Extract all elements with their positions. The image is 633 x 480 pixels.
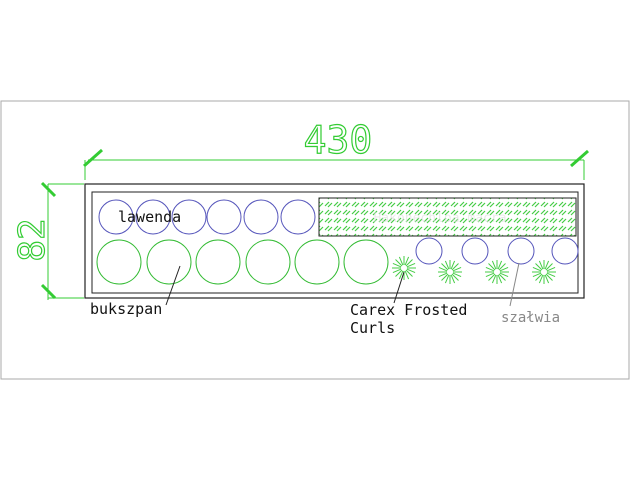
carex-leaf [441, 263, 449, 271]
height-dimension: 82 [11, 181, 84, 300]
carex-leaf [485, 272, 495, 278]
carex-leaf [392, 268, 402, 274]
carex-leaf [544, 274, 550, 284]
boxwood-plant [146, 239, 192, 285]
carex-plant [485, 260, 509, 284]
sage-plant [415, 237, 443, 265]
sage-plant [461, 237, 489, 265]
carex-leaf [538, 274, 544, 284]
carex-leaf [406, 262, 416, 268]
sage-plant [551, 237, 579, 265]
boxwood-plant [294, 239, 340, 285]
carex-leaf [451, 273, 459, 281]
carex-leaf [452, 272, 462, 278]
carex-leaf [546, 272, 556, 278]
hatched-area-faint-label: Hakonechloa macra [373, 211, 506, 226]
sage-plant [507, 237, 535, 265]
carex-leaf [499, 272, 509, 278]
carex-leaf [452, 266, 462, 272]
carex-leaf [498, 263, 506, 271]
lavender-plant [171, 199, 207, 235]
carex-leaf [546, 266, 556, 272]
carex-leaf [451, 263, 459, 271]
carex-leaf [444, 274, 450, 284]
carex-leader-line [393, 271, 405, 304]
boxwood-plant [245, 239, 291, 285]
lavender-plant [243, 199, 279, 235]
carex-leaf [395, 269, 403, 277]
carex-leaf [532, 266, 542, 272]
lavender-label: lawenda [118, 208, 181, 226]
height-dimension-label: 82 [12, 218, 53, 261]
width-dimension-tick-right [570, 149, 589, 168]
carex-leaf [404, 270, 410, 280]
lavender-group [98, 199, 316, 235]
carex-leaf [535, 273, 543, 281]
carex-leaf [488, 263, 496, 271]
boxwood-leader-line [165, 265, 181, 306]
carex-leaf [498, 273, 506, 281]
carex-plant [392, 256, 416, 280]
boxwood-plant [343, 239, 389, 285]
carex-leaf [497, 274, 503, 284]
carex-leaf [438, 272, 448, 278]
carex-leaf [497, 260, 503, 270]
carex-leaf [395, 259, 403, 267]
carex-leaf [491, 274, 497, 284]
carex-plant [438, 260, 462, 284]
width-dimension: 430 [83, 117, 589, 180]
carex-leaf [532, 272, 542, 278]
carex-leaf [450, 274, 456, 284]
width-dimension-label: 430 [304, 118, 373, 162]
carex-leaf [441, 273, 449, 281]
height-dimension-tick-top [40, 181, 57, 198]
boxwood-plant [96, 239, 142, 285]
carex-leaf [491, 260, 497, 270]
boxwood-group [96, 239, 389, 285]
carex-leaf [406, 268, 416, 274]
carex-label-line2: Curls [350, 319, 395, 337]
drawing-frame [0, 100, 630, 380]
sage-group [415, 237, 579, 265]
carex-leaf [398, 270, 404, 280]
lavender-plant [98, 199, 134, 235]
boxwood-plant [195, 239, 241, 285]
lavender-plant [135, 199, 171, 235]
carex-leaf [405, 269, 413, 277]
lavender-plant [206, 199, 242, 235]
boxwood-label: bukszpan [90, 300, 162, 318]
carex-label-line1: Carex Frosted [350, 301, 467, 319]
carex-leaf [499, 266, 509, 272]
carex-leaf [544, 260, 550, 270]
hatched-grass-area [318, 197, 577, 237]
carex-plant [532, 260, 556, 284]
width-dimension-tick-left [83, 148, 103, 168]
bed-outer-outline [84, 183, 585, 299]
carex-leaf [538, 260, 544, 270]
carex-leaf [488, 273, 496, 281]
carex-leaf [438, 266, 448, 272]
carex-leaf [404, 256, 410, 266]
sage-label: szałwia [501, 310, 560, 326]
lavender-plant [280, 199, 316, 235]
carex-leaf [398, 256, 404, 266]
carex-leaf [392, 262, 402, 268]
sage-leader-line [509, 262, 520, 307]
carex-leaf [450, 260, 456, 270]
carex-group [392, 256, 556, 284]
carex-leaf [535, 263, 543, 271]
height-dimension-tick-bottom [40, 283, 57, 300]
carex-leaf [444, 260, 450, 270]
carex-leaf [485, 266, 495, 272]
bed-inner-outline [91, 191, 579, 294]
carex-leaf [545, 263, 553, 271]
carex-leaf [545, 273, 553, 281]
carex-leaf [405, 259, 413, 267]
